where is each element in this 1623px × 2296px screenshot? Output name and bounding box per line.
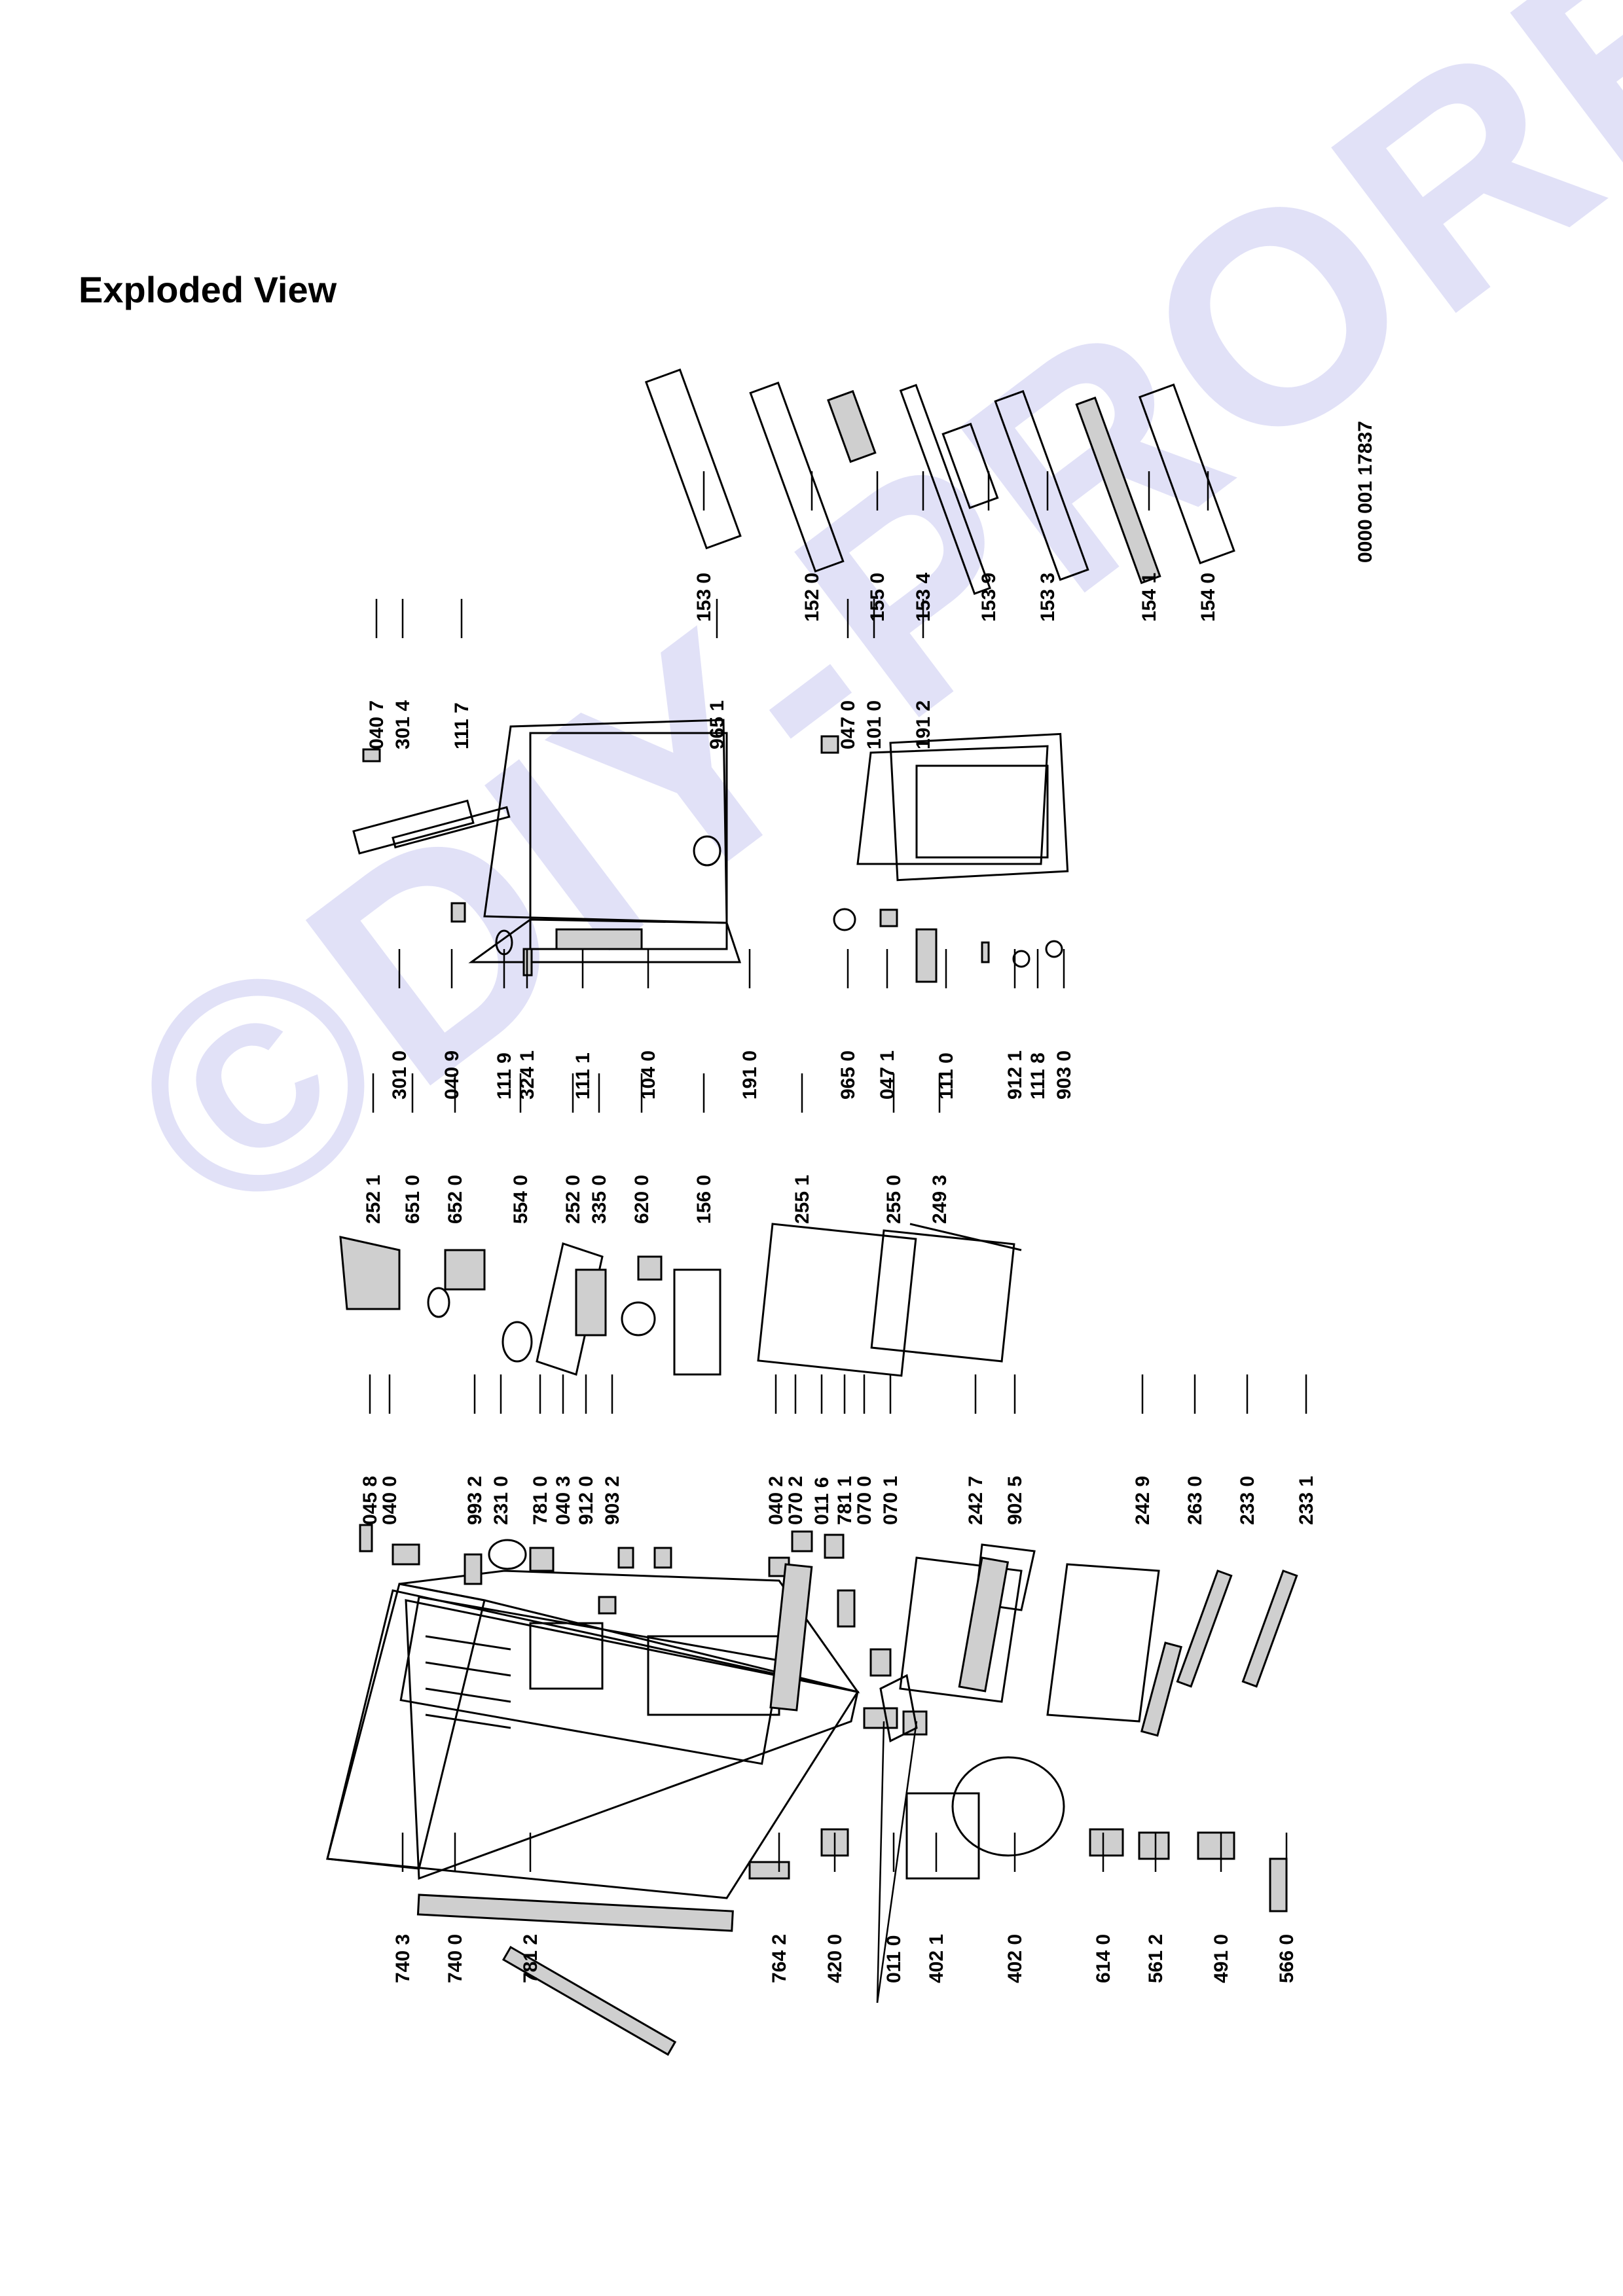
freezer-part-label: 156 0 (693, 1175, 715, 1224)
cabinet-lower-part-label: 614 0 (1093, 1934, 1114, 1983)
cabinet-lower-part-label: 491 0 (1211, 1934, 1232, 1983)
cabinet-part-label: 011 6 (811, 1477, 833, 1525)
upper-door-part-label: 191 0 (739, 1050, 761, 1100)
cabinet-lower-part-label: 781 2 (520, 1934, 541, 1983)
condenser-part (416, 1893, 734, 1932)
lower-door-part-label: 903 0 (1053, 1050, 1075, 1100)
door-shelf-label: 154 0 (1197, 573, 1219, 622)
lower-door-part-label: 111 0 (936, 1052, 957, 1100)
cabinet-part-label: 781 1 (834, 1476, 856, 1525)
cabinet-lower-part-label: 402 0 (1004, 1934, 1026, 1983)
cabinet-part-label: 045 8 (359, 1476, 381, 1525)
cabinet-part-label: 263 0 (1184, 1476, 1206, 1525)
page-title: Exploded View (79, 269, 337, 310)
compressor-group (748, 1674, 1288, 1912)
door-shelf-label: 153 3 (1037, 573, 1059, 622)
freezer-part-label: 255 1 (792, 1175, 813, 1224)
upper-door-part-label: 040 9 (441, 1050, 463, 1100)
cabinet-part-label: 233 1 (1296, 1476, 1317, 1525)
door-shelf-label: 155 0 (867, 573, 888, 622)
upper-door-top-part-label: 111 7 (451, 702, 473, 749)
cabinet-lower-part-label: 764 2 (769, 1934, 790, 1983)
door-shelves (644, 368, 1235, 595)
cabinet-part-label: 070 2 (785, 1476, 807, 1525)
freezer-part-label: 252 1 (363, 1175, 384, 1224)
freezer-part-label: 652 0 (445, 1175, 466, 1224)
upper-door-part-label: 104 0 (638, 1050, 659, 1100)
upper-door-part-label: 301 0 (389, 1050, 410, 1100)
door-shelf-label: 152 0 (801, 573, 823, 622)
freezer-part-label: 249 3 (929, 1175, 951, 1224)
cabinet-lower-part-label: 561 2 (1145, 1934, 1167, 1983)
door-shelf-label: 153 0 (693, 573, 715, 622)
lower-door-top-part-label: 191 2 (913, 700, 934, 749)
cabinet-lower-part-label: 402 1 (926, 1934, 947, 1983)
lower-door-part-label: 111 8 (1027, 1052, 1049, 1100)
back-plate-part (501, 1945, 677, 2056)
cabinet-part-label: 902 5 (1004, 1476, 1026, 1525)
door-shelf-label: 153 4 (913, 573, 934, 622)
cabinet-lower-part-label: 740 0 (445, 1934, 466, 1983)
door-shelf-label: 153 9 (978, 573, 1000, 622)
freezer-part-label: 335 0 (589, 1175, 610, 1224)
cabinet-lower-part-label: 566 0 (1276, 1934, 1298, 1983)
freezer-parts (339, 1223, 1022, 1377)
upper-door (352, 719, 742, 977)
cabinet-part-label: 040 2 (765, 1476, 787, 1525)
cabinet-lower-part-label: 740 3 (392, 1934, 414, 1983)
upper-door-part-label: 111 1 (572, 1052, 594, 1100)
door-shelf-label: 154 1 (1139, 573, 1160, 622)
lower-door-part-label: 912 1 (1004, 1050, 1026, 1100)
cabinet-part-label: 912 0 (575, 1476, 597, 1525)
cabinet-lower-part-label: 420 0 (824, 1934, 846, 1983)
cabinet-part-label: 233 0 (1237, 1476, 1258, 1525)
lower-door-part-label: 047 1 (877, 1050, 898, 1100)
cabinet-part-label: 242 9 (1132, 1476, 1154, 1525)
cabinet-part-label: 070 1 (880, 1476, 902, 1525)
cabinet-part-label: 070 0 (854, 1476, 875, 1525)
freezer-part-label: 651 0 (402, 1175, 424, 1224)
upper-door-part-label: 111 9 (494, 1052, 515, 1100)
upper-door-top-part-label: 040 7 (366, 700, 388, 749)
freezer-part-label: 252 0 (562, 1175, 584, 1224)
lower-door-top-part-label: 101 0 (864, 700, 885, 749)
cabinet-part-label: 993 2 (464, 1476, 486, 1525)
cabinet-lower-part-label: 011 0 (883, 1935, 905, 1983)
upper-door-top-part-label: 301 4 (392, 700, 414, 749)
cabinet-part-label: 040 3 (553, 1476, 574, 1525)
crisper-drawers (899, 1543, 1298, 1737)
upper-door-part-label: 324 1 (517, 1050, 538, 1100)
upper-door-top-part-label: 965 1 (706, 700, 728, 749)
cabinet-part-label: 903 2 (602, 1476, 623, 1525)
lower-door-top-part-label: 047 0 (837, 700, 859, 749)
cabinet-small-parts (359, 1524, 928, 1736)
cabinet-part-label: 040 0 (379, 1476, 401, 1525)
cabinet (326, 1570, 860, 1899)
cabinet-part-label: 781 0 (530, 1476, 551, 1525)
freezer-part-label: 255 0 (883, 1175, 905, 1224)
lower-door-part-label: 965 0 (837, 1050, 859, 1100)
freezer-part-label: 620 0 (631, 1175, 653, 1224)
leader-lines (876, 1721, 918, 2003)
cabinet-part-label: 231 0 (490, 1476, 512, 1525)
lower-door (820, 732, 1069, 983)
cabinet-part-label: 242 7 (965, 1476, 987, 1525)
document-number: 0000 001 17837 (1355, 421, 1376, 563)
freezer-part-label: 554 0 (510, 1175, 532, 1224)
